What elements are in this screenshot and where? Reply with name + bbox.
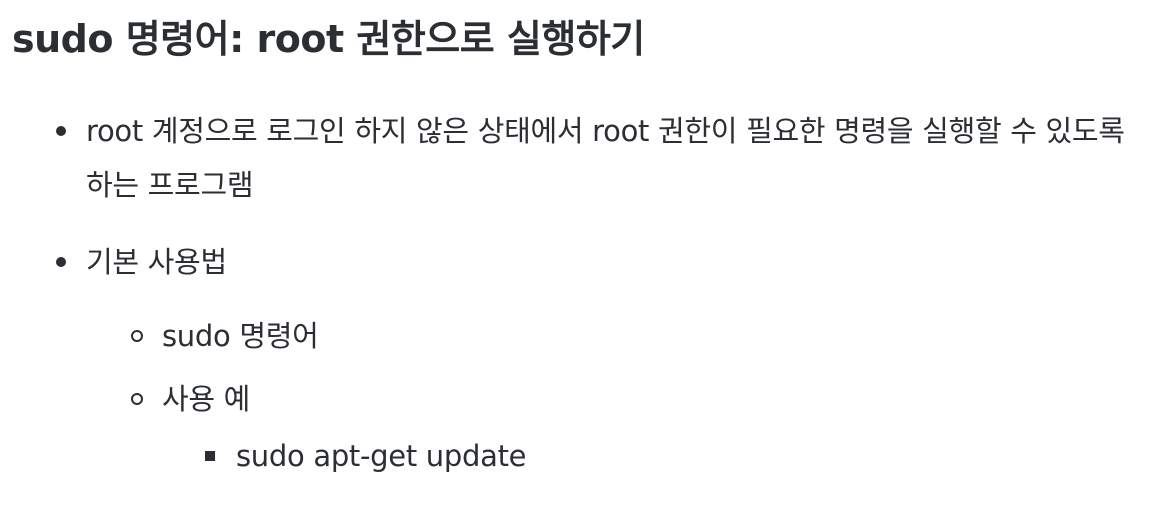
list-item-text: 사용 예 bbox=[162, 382, 251, 416]
list-item: 기본 사용법 bbox=[56, 235, 1136, 289]
list-item: root 계정으로 로그인 하지 않은 상태에서 root 권한이 필요한 명령… bbox=[56, 104, 1136, 212]
list-item-text: 기본 사용법 bbox=[86, 245, 227, 279]
disc-bullet-icon bbox=[56, 257, 66, 267]
list-item: sudo 명령어 bbox=[131, 309, 319, 363]
circle-bullet-icon bbox=[131, 393, 143, 405]
list-item: sudo apt-get update bbox=[205, 429, 527, 483]
list-item-text: root 계정으로 로그인 하지 않은 상태에서 root 권한이 필요한 명령… bbox=[86, 114, 1125, 202]
code-command-text: sudo apt-get update bbox=[236, 439, 527, 473]
disc-bullet-icon bbox=[56, 126, 66, 136]
circle-bullet-icon bbox=[131, 330, 143, 342]
square-bullet-icon bbox=[205, 451, 215, 461]
list-item-text: sudo 명령어 bbox=[162, 319, 319, 353]
page-title: sudo 명령어: root 권한으로 실행하기 bbox=[12, 17, 645, 61]
list-item: 사용 예 bbox=[131, 372, 251, 426]
